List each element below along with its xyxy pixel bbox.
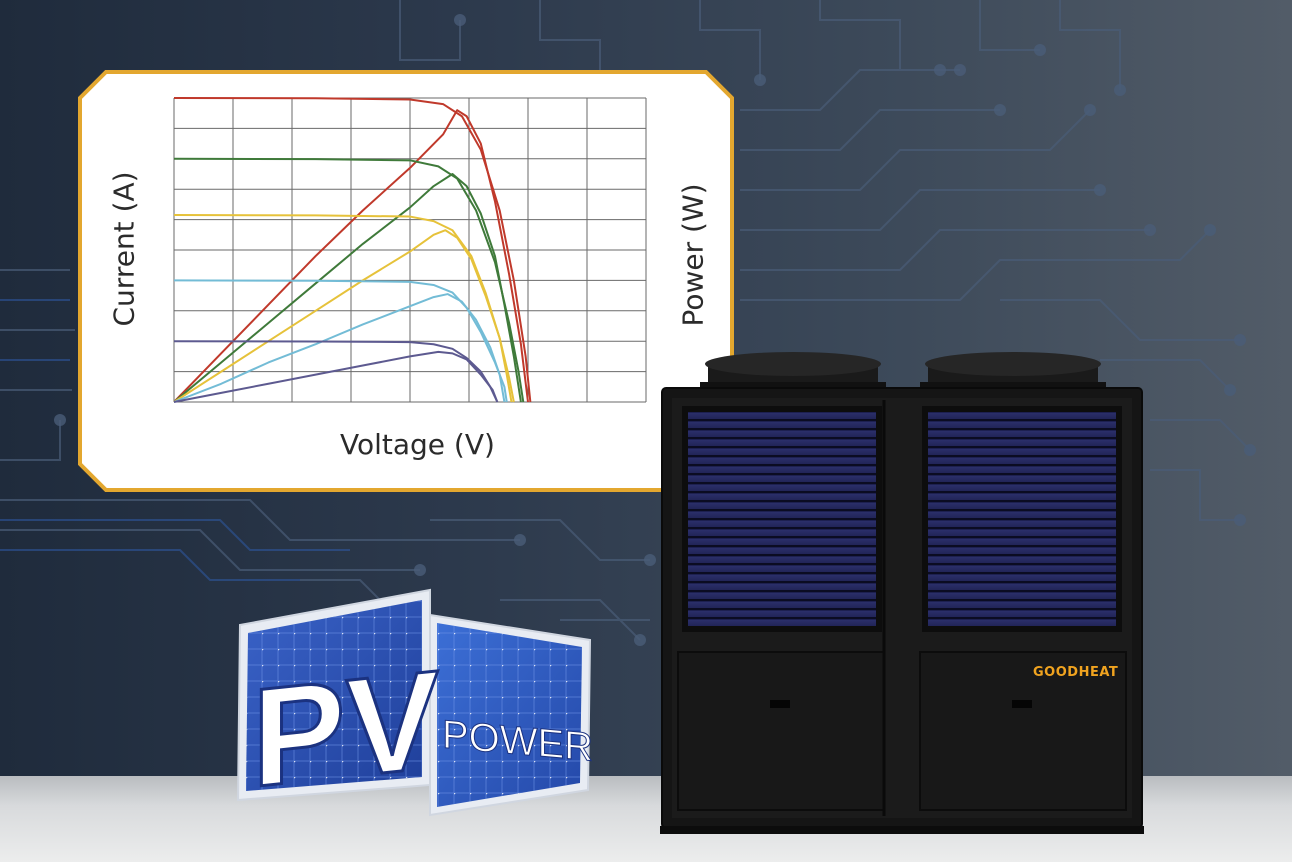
brand-logo: GOODHEAT: [1033, 665, 1119, 680]
series-line-power-1: [173, 173, 522, 403]
coil-grille-right: [928, 412, 1116, 626]
y2-axis-label: Power (W): [676, 183, 710, 327]
series-line-power-0: [173, 109, 529, 403]
access-slot-left: [770, 700, 790, 708]
series-line-power-3: [173, 293, 506, 403]
fan-housing-right: [920, 352, 1106, 392]
series-line-current-1: [173, 157, 525, 403]
iv-curve-chart: [78, 70, 734, 492]
coil-grille-left: [688, 412, 876, 626]
pv-power-badge: PV POWER: [230, 585, 610, 825]
y-axis-label: Current (A): [107, 171, 141, 327]
heat-pump-unit: GOODHEAT: [650, 350, 1150, 840]
fan-housing-left: [700, 352, 886, 392]
iv-curve-chart-card: Voltage (V) Current (A) Power (W): [78, 70, 734, 492]
access-slot-right: [1012, 700, 1032, 708]
pv-power-logo: PV POWER: [236, 588, 594, 818]
series-line-power-2: [173, 229, 513, 403]
series-line-current-0: [173, 97, 532, 403]
pv-big-text: PV: [252, 640, 439, 816]
x-axis-label: Voltage (V): [340, 428, 495, 461]
chart-series-group: [173, 97, 532, 403]
series-line-power-4: [173, 350, 499, 403]
heat-pump-illustration: [660, 352, 1144, 834]
